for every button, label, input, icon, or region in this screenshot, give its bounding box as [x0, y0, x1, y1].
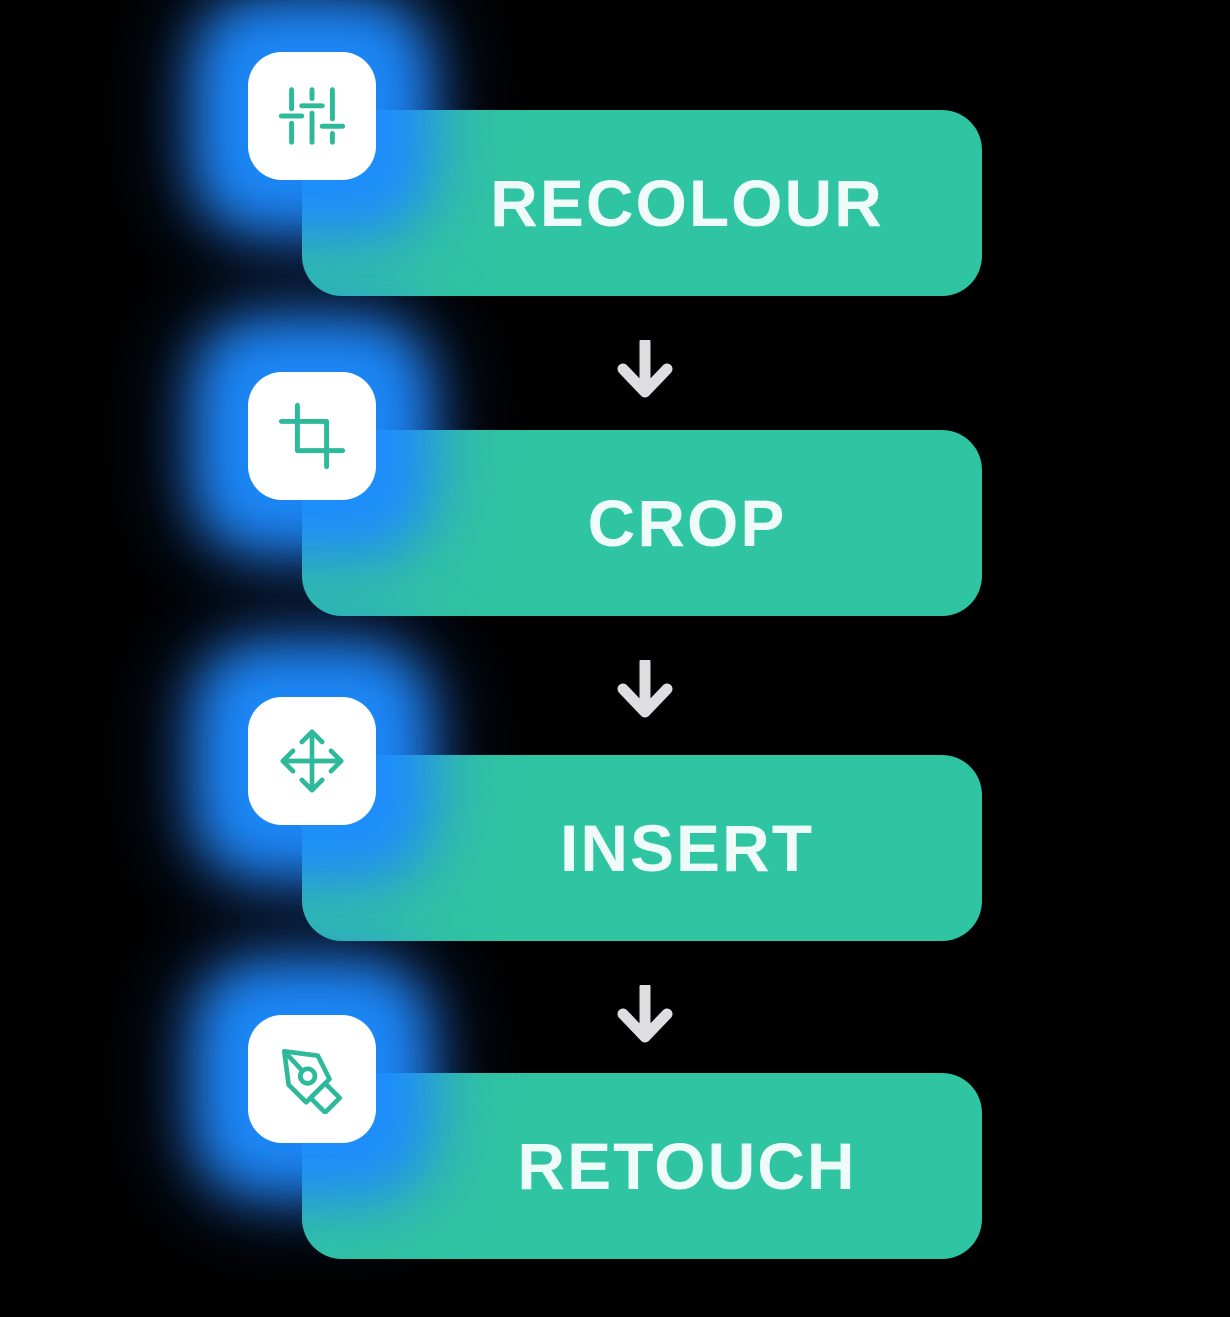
step-label: RECOLOUR	[490, 166, 884, 240]
connector-arrow-3	[612, 985, 678, 1047]
icon-card	[248, 52, 376, 180]
sliders-icon	[278, 87, 346, 145]
arrow-down-icon	[617, 985, 673, 1043]
connector-arrow-1	[612, 340, 678, 402]
step-icon-card-recolour[interactable]	[186, 0, 438, 242]
icon-card	[248, 697, 376, 825]
step-icon-card-insert[interactable]	[186, 635, 438, 887]
crop-icon	[278, 402, 346, 470]
move-arrows-icon	[280, 729, 344, 793]
connector-arrow-2	[612, 660, 678, 722]
pen-nib-icon	[281, 1048, 343, 1114]
step-label: INSERT	[559, 811, 815, 885]
step-label: CROP	[587, 486, 787, 560]
arrow-down-icon	[617, 660, 673, 718]
step-icon-card-crop[interactable]	[186, 310, 438, 562]
icon-card	[248, 1015, 376, 1143]
step-icon-card-retouch[interactable]	[186, 953, 438, 1205]
icon-card	[248, 372, 376, 500]
arrow-down-icon	[617, 340, 673, 398]
step-label: RETOUCH	[517, 1129, 857, 1203]
